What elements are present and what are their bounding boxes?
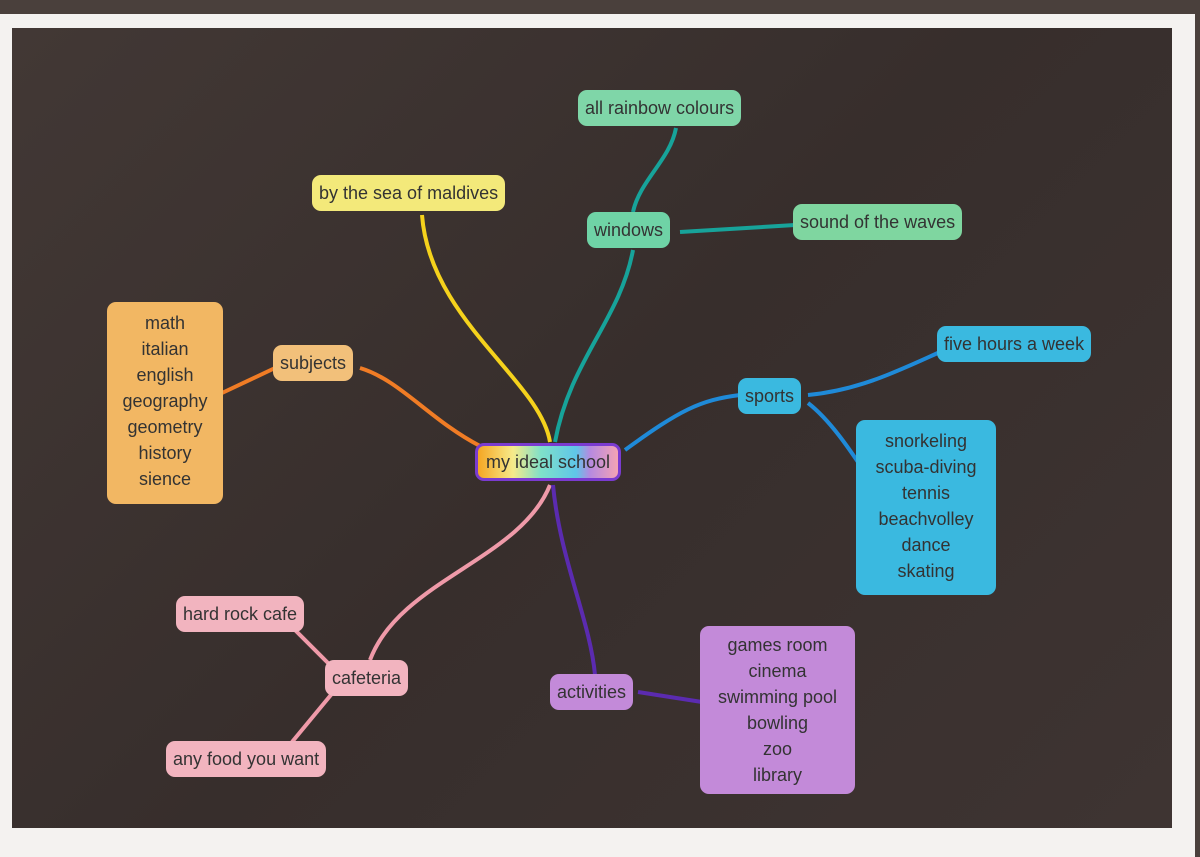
list-item: italian xyxy=(141,339,189,359)
cafeteria-node[interactable]: cafeteria xyxy=(325,660,409,696)
edge-rainbow xyxy=(631,127,678,213)
list-item: tennis xyxy=(901,483,951,503)
list-item: sience xyxy=(138,469,192,489)
edge-activities xyxy=(551,484,597,676)
list-item: beachvolley xyxy=(878,509,974,529)
list-item: scuba-diving xyxy=(875,457,977,477)
sea-node[interactable]: by the sea of maldives xyxy=(312,175,506,211)
list-item: cinema xyxy=(748,661,807,681)
edge-hardrock xyxy=(293,628,332,667)
list-item: snorkeling xyxy=(884,431,968,451)
edge-windows xyxy=(553,249,635,443)
sports-node[interactable]: sports xyxy=(738,378,802,414)
list-item: math xyxy=(144,313,186,333)
edge-sea xyxy=(420,214,552,443)
list-item: swimming pool xyxy=(717,687,838,707)
sport-list-node[interactable]: snorkeling scuba-diving tennis beachvoll… xyxy=(856,420,996,595)
subject-list-node[interactable]: math italian english geography geometry … xyxy=(107,302,223,504)
list-item: geography xyxy=(122,391,208,411)
subjects-node[interactable]: subjects xyxy=(273,345,354,381)
hours-node[interactable]: five hours a week xyxy=(937,326,1092,362)
edge-sports xyxy=(623,393,741,452)
edge-subjects xyxy=(359,366,481,448)
list-item: bowling xyxy=(746,713,809,733)
waves-node[interactable]: sound of the waves xyxy=(793,204,963,240)
list-item: geometry xyxy=(127,417,203,437)
list-item: library xyxy=(752,765,802,785)
edge-activity-list xyxy=(637,690,703,704)
windows-node[interactable]: windows xyxy=(587,212,671,248)
activity-list-node[interactable]: games room cinema swimming pool bowling … xyxy=(700,626,855,794)
food-node[interactable]: any food you want xyxy=(166,741,327,777)
list-item: dance xyxy=(901,535,951,555)
list-item: history xyxy=(138,443,192,463)
list-item: english xyxy=(136,365,194,385)
edge-cafeteria xyxy=(368,484,552,661)
list-item: games room xyxy=(727,635,828,655)
edge-waves xyxy=(679,223,796,234)
center-node[interactable]: my ideal school xyxy=(475,443,622,481)
edge-sport-list xyxy=(806,401,864,470)
rainbow-node[interactable]: all rainbow colours xyxy=(578,90,742,126)
hardrock-node[interactable]: hard rock cafe xyxy=(176,596,305,632)
edge-hours xyxy=(807,350,941,397)
edge-food xyxy=(290,688,337,744)
edge-subject-list xyxy=(221,366,276,395)
list-item: zoo xyxy=(762,739,793,759)
activities-node[interactable]: activities xyxy=(550,674,634,710)
list-item: skating xyxy=(897,561,955,581)
